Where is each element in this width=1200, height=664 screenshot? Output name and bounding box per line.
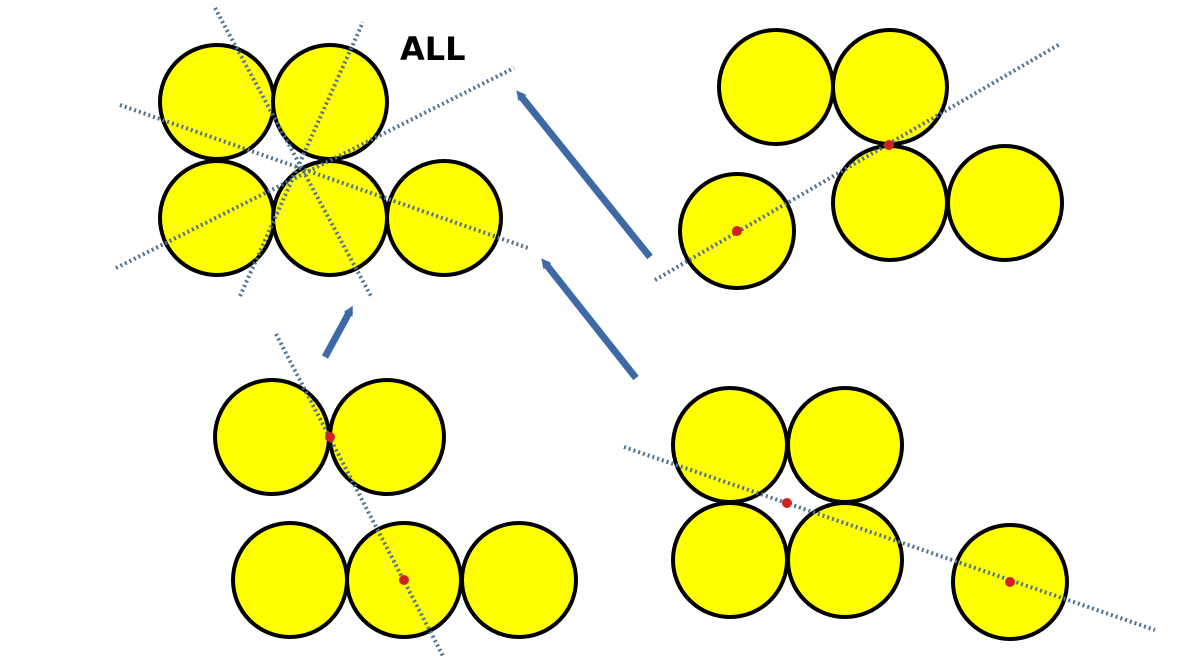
group-top-right: [653, 28, 1064, 290]
circle: [717, 28, 835, 146]
circle: [786, 386, 904, 504]
symmetry-axis: [274, 333, 446, 659]
group-bottom-left: [213, 333, 578, 659]
arrow: [541, 258, 639, 381]
circle: [213, 378, 331, 496]
symmetry-center-point: [1005, 577, 1015, 587]
circle: [671, 501, 789, 619]
all-label: ALL: [400, 30, 466, 68]
arrows: [321, 90, 653, 381]
circle: [460, 521, 578, 639]
circle: [946, 144, 1064, 262]
group-bottom-right: [623, 386, 1156, 641]
arrow: [516, 90, 653, 260]
circle: [158, 43, 276, 161]
circle: [831, 28, 949, 146]
circle: [385, 159, 503, 277]
circle: [671, 386, 789, 504]
circle: [786, 501, 904, 619]
circle: [831, 144, 949, 262]
circle: [271, 159, 389, 277]
circle: [328, 378, 446, 496]
symmetry-center-point: [732, 226, 742, 236]
symmetry-axis: [238, 21, 365, 297]
circle: [231, 521, 349, 639]
arrow: [321, 305, 354, 359]
symmetry-axis: [119, 103, 529, 250]
symmetry-axis: [653, 42, 1062, 282]
circle: [271, 43, 389, 161]
symmetry-center-point: [782, 498, 792, 508]
symmetry-axis: [623, 445, 1156, 632]
symmetry-axis: [115, 66, 515, 270]
symmetry-center-point: [325, 432, 335, 442]
symmetry-center-point: [884, 140, 894, 150]
symmetry-center-point: [399, 575, 409, 585]
group-all: ALL: [115, 7, 529, 299]
